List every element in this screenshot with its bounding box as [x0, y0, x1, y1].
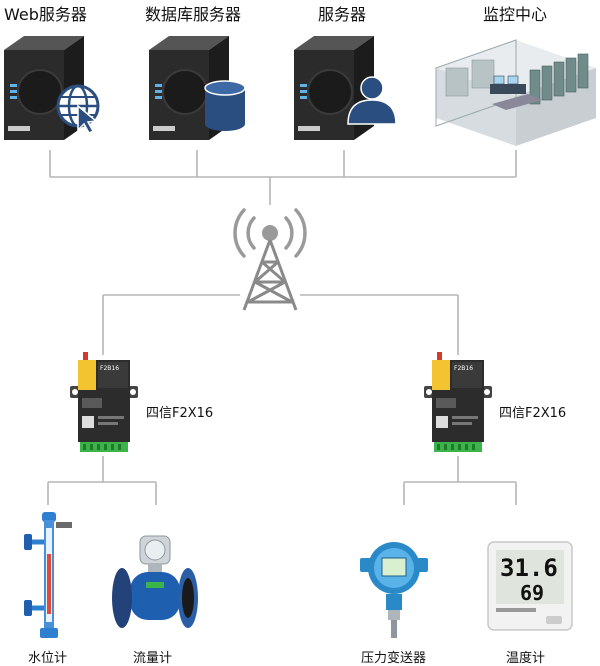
- pressure-transmitter-icon: [360, 542, 428, 638]
- db-server-label: 数据库服务器: [145, 5, 242, 24]
- water-level-meter-icon: [24, 512, 72, 638]
- left-modem-label: 四信F2X16: [146, 406, 214, 421]
- app-server-label: 服务器: [318, 5, 367, 24]
- humidity-readout: 69: [520, 581, 544, 605]
- left-modem-icon: F2B16: [70, 352, 138, 452]
- web-server-icon: [4, 36, 100, 140]
- monitor-center-label: 监控中心: [483, 5, 548, 24]
- pressure-transmitter-label: 压力变送器: [361, 651, 427, 666]
- user-server-icon: [294, 36, 397, 140]
- right-modem-brand: F2B16: [454, 365, 473, 372]
- database-server-icon: [149, 36, 246, 140]
- right-modem-label: 四信F2X16: [499, 406, 567, 421]
- flow-meter-icon: [112, 535, 198, 628]
- water-meter-label: 水位计: [28, 651, 68, 666]
- web-server-label: Web服务器: [4, 5, 87, 24]
- thermometer-label: 温度计: [506, 651, 546, 666]
- monitoring-center-icon: [435, 39, 596, 146]
- temperature-readout: 31.6: [500, 554, 558, 582]
- thermo-hygrometer-icon: 31.6 69: [487, 541, 573, 631]
- flow-meter-label: 流量计: [133, 651, 173, 666]
- signal-tower-icon: [233, 208, 307, 311]
- left-modem-brand: F2B16: [100, 365, 119, 372]
- right-modem-icon: F2B16: [424, 352, 492, 452]
